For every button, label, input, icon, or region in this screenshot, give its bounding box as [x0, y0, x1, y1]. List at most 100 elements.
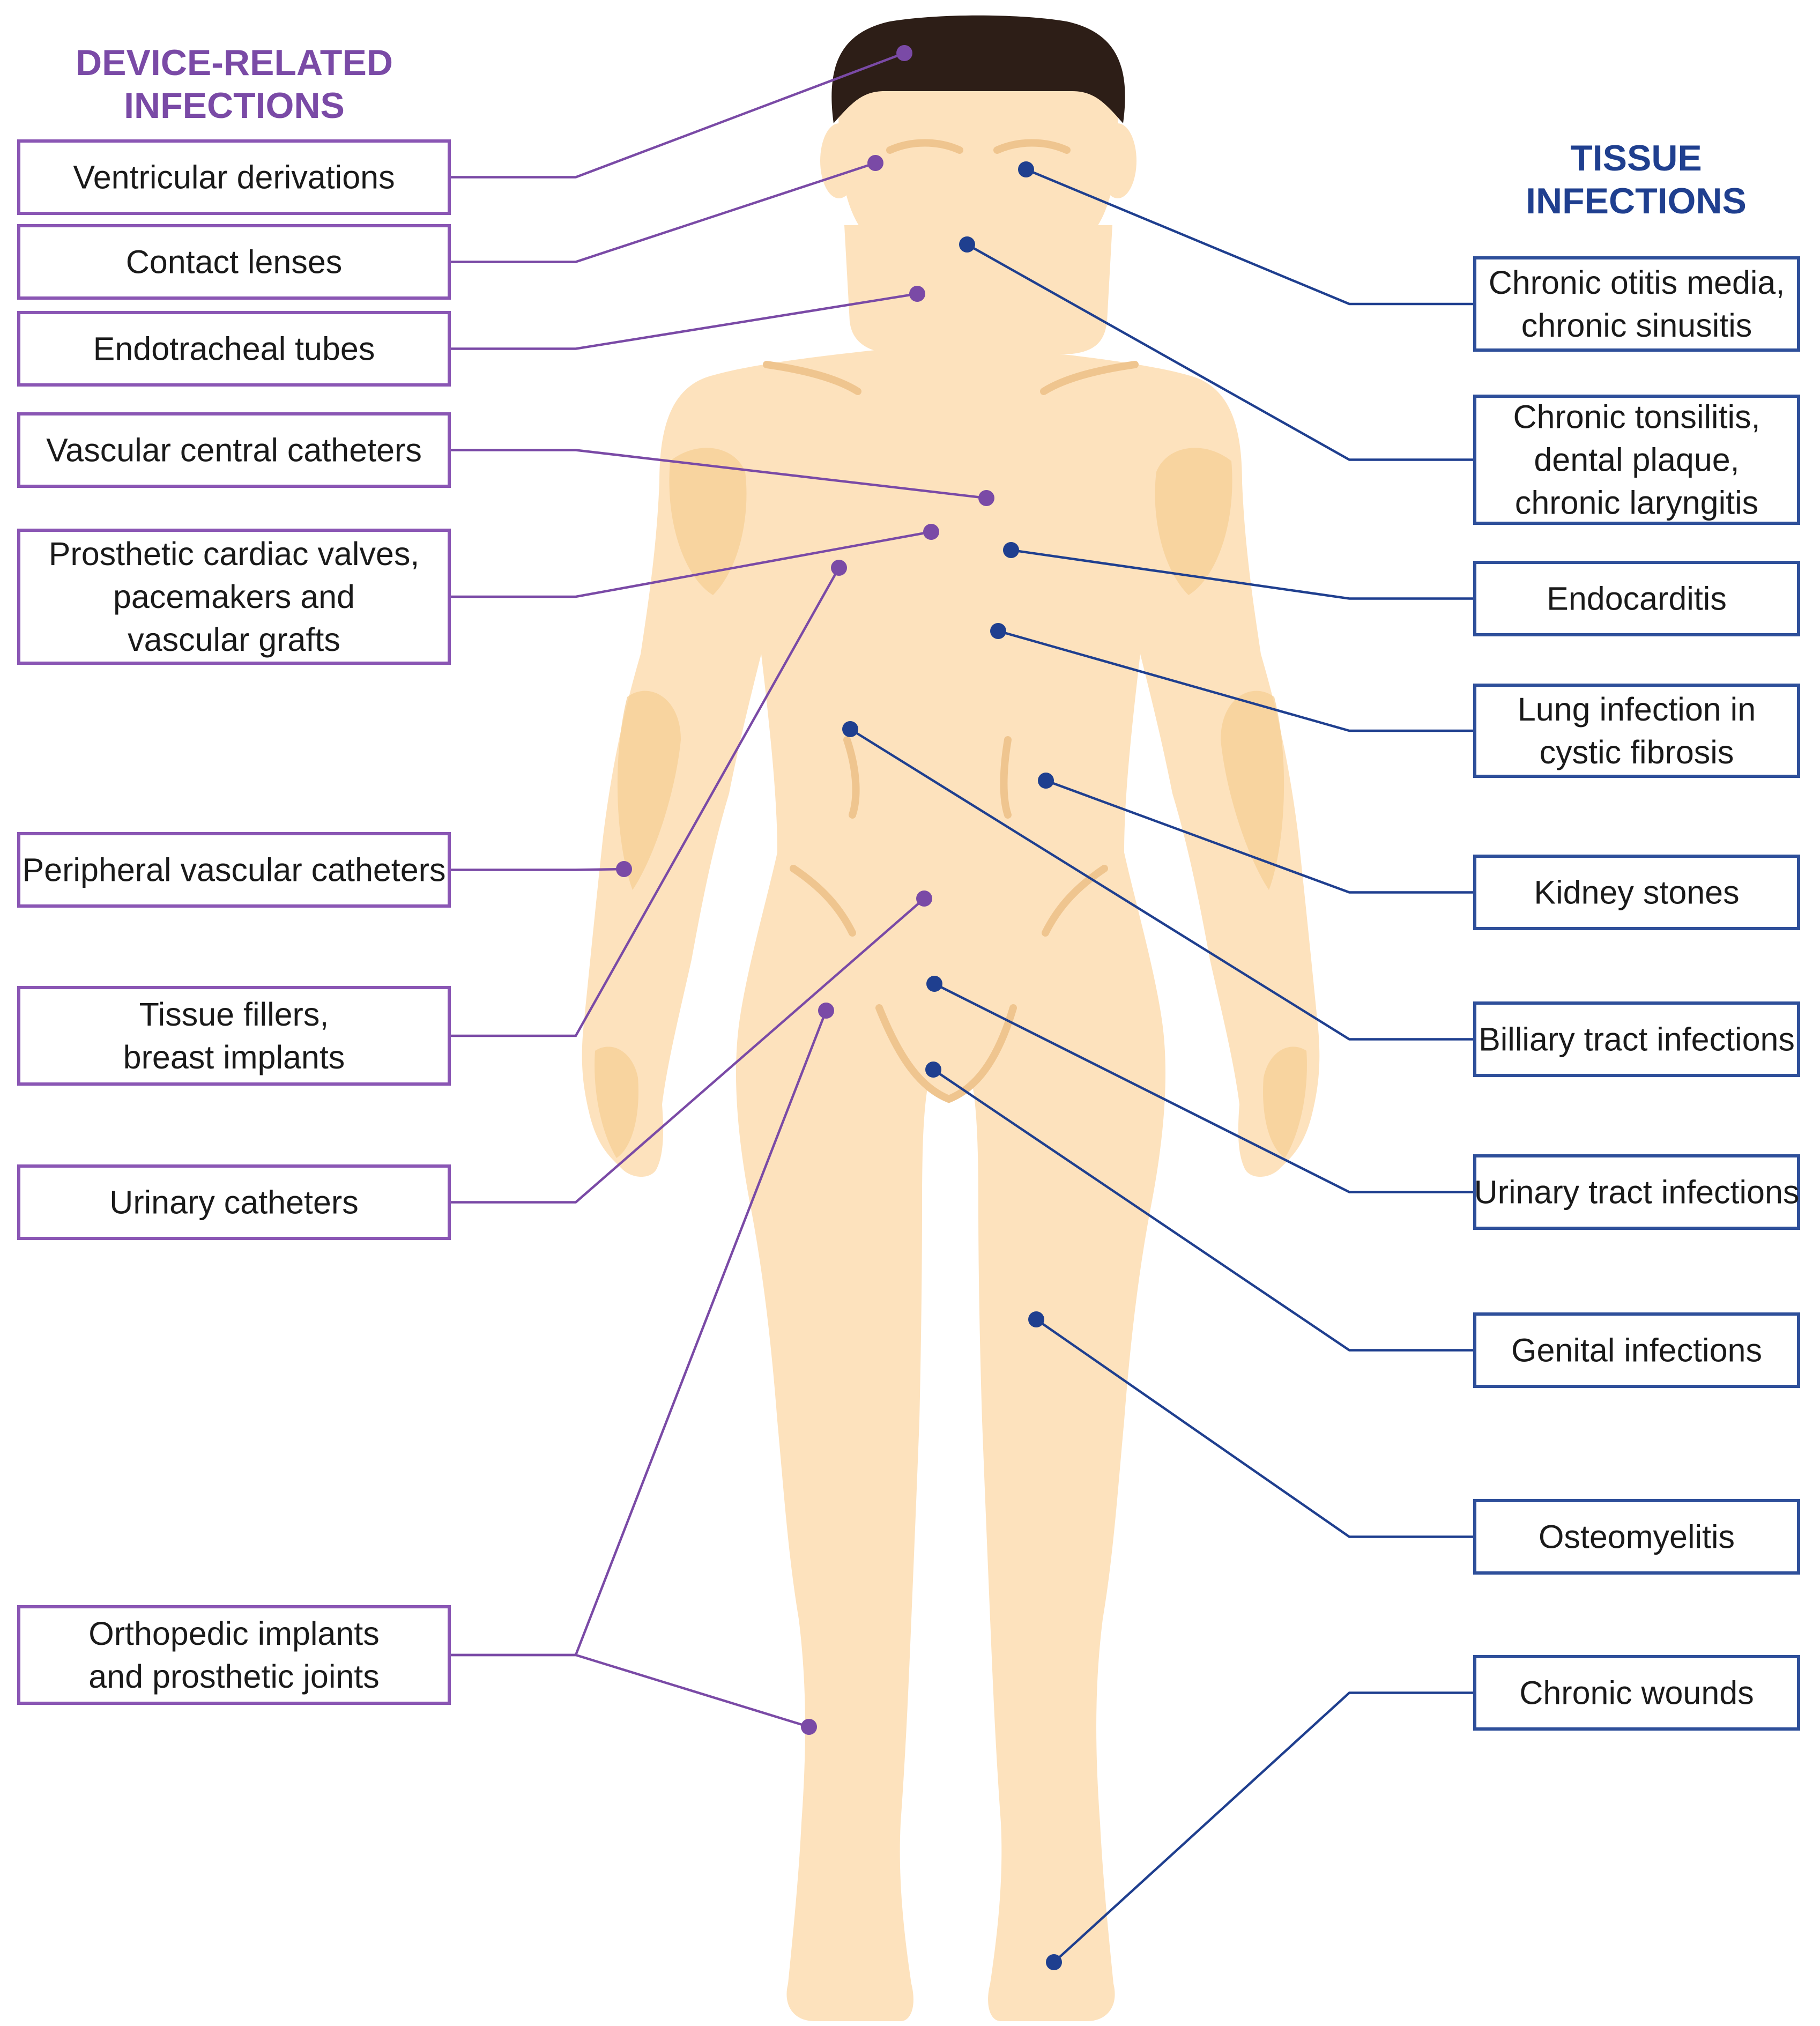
body-hair [831, 15, 1125, 123]
body-crease-groin [875, 1004, 1017, 1103]
tissue-label-4-line-1: Lung infection in [1518, 691, 1756, 728]
device-heading-line-1: DEVICE-RELATED [76, 42, 393, 83]
device-site-dot-2 [867, 155, 883, 171]
device-leader-5 [449, 530, 932, 598]
tissue-box-5 [1473, 855, 1800, 930]
tissue-box-10 [1473, 1655, 1800, 1731]
tissue-site-dot-3 [1003, 542, 1019, 558]
device-leader-8 [449, 897, 925, 1204]
device-label-9-line-2: and prosthetic joints [88, 1658, 380, 1695]
device-box-6 [17, 832, 451, 908]
tissue-site-dot-4 [990, 623, 1006, 639]
device-leader-lines [449, 45, 994, 1735]
tissue-label-2-line-1: Chronic tonsilitis, [1513, 399, 1760, 435]
tissue-label-8-line-1: Genital infections [1511, 1332, 1762, 1369]
tissue-heading-line-2: INFECTIONS [1526, 181, 1747, 221]
tissue-box-2 [1473, 395, 1800, 525]
tissue-label-boxes: Chronic otitis media, chronic sinusitisCh… [1473, 256, 1800, 1731]
device-box-4 [17, 412, 451, 488]
device-box-5 [17, 529, 451, 665]
device-label-5-line-1: Prosthetic cardiac valves, [49, 536, 420, 572]
device-label-2-line-1: Contact lenses [126, 244, 343, 280]
device-site-dot-7 [831, 560, 847, 576]
tissue-leader-9 [1035, 1318, 1475, 1538]
tissue-box-7 [1473, 1154, 1800, 1230]
device-label-5-line-2: pacemakers and [113, 578, 355, 615]
tissue-site-dot-7 [926, 976, 942, 992]
body-crease-hip-right [1042, 865, 1108, 937]
body-crease-chest-left [763, 361, 861, 395]
human-body-figure [582, 15, 1320, 2021]
body-head [838, 80, 1118, 273]
tissue-site-dot-5 [1038, 773, 1054, 789]
body-crease-hip-left [790, 865, 856, 937]
tissue-label-9-line-1: Osteomyelitis [1539, 1519, 1735, 1555]
body-shade-right-forearm [1221, 691, 1284, 890]
device-box-8 [17, 1164, 451, 1240]
body-shade-left-hand [595, 1047, 638, 1158]
tissue-box-4 [1473, 684, 1800, 778]
tissue-leader-4 [998, 629, 1475, 732]
device-label-7-line-2: breast implants [123, 1039, 345, 1075]
body-brow-left [886, 139, 963, 154]
tissue-label-6-line-1: Billiary tract infections [1479, 1021, 1795, 1058]
device-box-3 [17, 311, 451, 387]
tissue-label-10-line-1: Chronic wounds [1519, 1675, 1754, 1711]
tissue-leader-2 [966, 243, 1475, 461]
device-leader-6 [449, 867, 625, 871]
body-crease-chest-right [1040, 361, 1139, 395]
tissue-label-3-line-1: Endocarditis [1547, 581, 1727, 617]
device-site-dot-9-1 [818, 1003, 834, 1019]
tissue-heading-line-1: TISSUE [1570, 138, 1702, 179]
body-brow-right [993, 139, 1071, 154]
device-label-4-line-1: Vascular central catheters [46, 432, 422, 469]
tissue-label-2-line-2: dental plaque, [1534, 442, 1739, 478]
body-torso-limbs [582, 348, 1320, 2021]
tissue-leader-8 [932, 1068, 1475, 1352]
tissue-label-7-line-1: Urinary tract infections [1474, 1174, 1800, 1211]
body-shade-right-arm [1155, 448, 1232, 595]
body-ear-left [820, 123, 858, 198]
device-label-8-line-1: Urinary catheters [109, 1184, 358, 1221]
device-heading-line-2: INFECTIONS [124, 85, 345, 126]
device-site-dot-4 [978, 490, 994, 506]
tissue-box-9 [1473, 1499, 1800, 1575]
device-leader-4 [449, 449, 987, 500]
tissue-leader-7 [933, 982, 1475, 1193]
body-ear-right [1099, 123, 1136, 198]
tissue-box-3 [1473, 561, 1800, 636]
device-label-9-line-1: Orthopedic implants [88, 1615, 379, 1652]
tissue-label-5-line-1: Kidney stones [1534, 874, 1739, 911]
device-box-1 [17, 139, 451, 215]
tissue-site-dot-8 [925, 1062, 941, 1078]
device-label-7-line-1: Tissue fillers, [139, 996, 329, 1033]
device-leader-2 [449, 161, 876, 263]
tissue-box-8 [1473, 1312, 1800, 1388]
body-shade-left-forearm [617, 691, 681, 890]
body-crease-abdomen-left [843, 736, 860, 819]
device-box-9 [17, 1605, 451, 1705]
device-label-1-line-1: Ventricular derivations [73, 159, 395, 196]
body-crease-abdomen-right [1000, 736, 1012, 819]
tissue-site-dot-10 [1046, 1954, 1062, 1970]
tissue-box-1 [1473, 256, 1800, 352]
device-leader-9-2 [449, 1653, 809, 1728]
tissue-label-1-line-2: chronic sinusitis [1521, 307, 1752, 344]
device-box-2 [17, 224, 451, 300]
tissue-leader-lines [842, 161, 1475, 1970]
device-leader-1 [449, 51, 905, 179]
device-label-5-line-3: vascular grafts [128, 621, 340, 658]
device-leader-3 [449, 292, 918, 350]
device-site-dot-6 [616, 861, 632, 877]
body-shade-right-hand [1263, 1047, 1307, 1158]
tissue-leader-6 [849, 728, 1475, 1041]
tissue-label-2-line-3: chronic laryngitis [1515, 485, 1758, 521]
tissue-site-dot-1 [1018, 161, 1034, 177]
tissue-label-1-line-1: Chronic otitis media, [1489, 264, 1785, 301]
device-site-dot-5 [923, 524, 939, 540]
tissue-leader-10 [1053, 1691, 1475, 1963]
tissue-leader-1 [1026, 168, 1475, 306]
device-leader-7 [449, 567, 840, 1037]
